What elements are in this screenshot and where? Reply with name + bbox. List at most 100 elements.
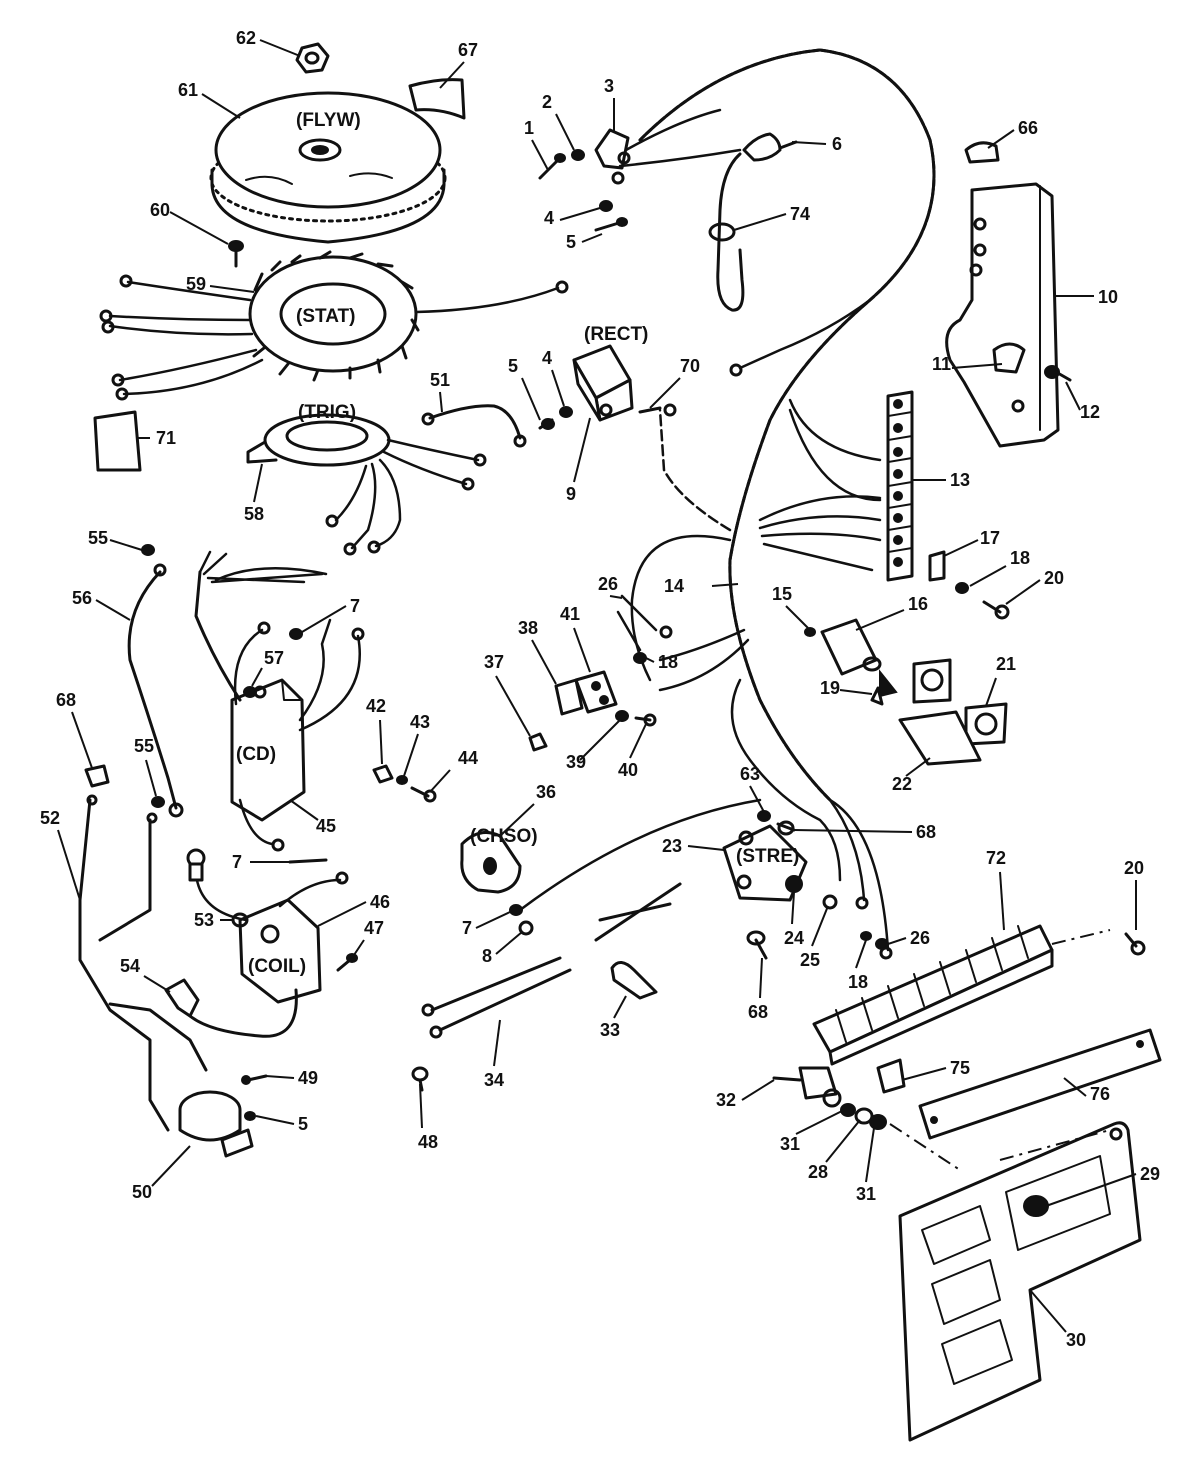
leader-line-c58 [253, 463, 263, 503]
leader-line-c29 [1045, 1173, 1137, 1207]
callout-label-c18b: 18 [658, 652, 678, 672]
plate-41-part [574, 670, 618, 714]
callout-label-c2: 2 [542, 92, 552, 112]
callout-label-c22: 22 [892, 774, 912, 794]
coil-part: (COIL) [186, 848, 349, 1038]
leader-line-c47 [351, 939, 365, 959]
callout-label-c5c: 5 [298, 1114, 308, 1134]
callout-label-c46: 46 [370, 892, 390, 912]
callout-label-c66: 66 [1018, 118, 1038, 138]
callout-label-c51: 51 [430, 370, 450, 390]
callout-label-c32: 32 [716, 1090, 736, 1110]
callout-label-c23: 23 [662, 836, 682, 856]
callout-label-c7c: 7 [462, 918, 472, 938]
callout-label-c24: 24 [784, 928, 804, 948]
leader-line-c46 [317, 901, 367, 927]
washer-26b-part [875, 938, 889, 950]
plate-21-part [964, 702, 1008, 746]
leader-line-c15 [785, 605, 809, 629]
leader-line-c5c [255, 1115, 295, 1125]
terminal-strip-72-part [812, 924, 1054, 1066]
callout-label-c55b: 55 [134, 736, 154, 756]
rectifier-tag: (RECT) [584, 324, 648, 345]
leader-line-c9 [573, 417, 591, 483]
block-38-part [554, 678, 584, 716]
nut-63-part [757, 810, 771, 822]
callout-label-c57: 57 [264, 648, 284, 668]
washer-43-part [396, 775, 408, 785]
plate-22-part [898, 658, 982, 766]
leader-line-c45 [289, 799, 319, 821]
callout-label-c18a: 18 [1010, 548, 1030, 568]
callout-label-c9: 9 [566, 484, 576, 504]
callout-label-c3: 3 [604, 76, 614, 96]
callout-label-c29: 29 [1140, 1164, 1160, 1184]
leader-line-c59 [209, 285, 255, 293]
starter-solenoid-tag: (STRE) [736, 846, 799, 867]
callout-label-c4a: 4 [544, 208, 554, 228]
choke-solenoid-part: (CHSO) [460, 826, 538, 894]
washer-18a-part [955, 582, 969, 594]
screw-5b-part [538, 418, 555, 430]
stator-tag: (STAT) [296, 306, 355, 327]
callout-label-c33: 33 [600, 1020, 620, 1040]
callout-label-c68a: 68 [56, 690, 76, 710]
leader-line-c70 [649, 377, 681, 409]
callout-label-c67: 67 [458, 40, 478, 60]
leader-line-c34 [493, 1019, 501, 1067]
nut-62-part [295, 42, 330, 74]
leader-line-c38 [531, 639, 557, 685]
callout-label-c26a: 26 [598, 574, 618, 594]
leader-line-c33 [613, 995, 627, 1019]
key-19-part [870, 686, 884, 706]
callout-label-c15: 15 [772, 584, 792, 604]
washer-15-part [804, 627, 816, 637]
leader-line-c57 [251, 667, 263, 687]
leader-line-c41 [573, 627, 591, 673]
callout-label-c36: 36 [536, 782, 556, 802]
key-switch-16-part [820, 618, 898, 698]
leader-line-c49 [265, 1075, 295, 1079]
leader-line-c2 [555, 113, 575, 151]
leader-line-c56 [95, 599, 131, 621]
decal-71-part [93, 410, 142, 472]
leader-line-c48 [419, 1083, 423, 1129]
callout-label-c48: 48 [418, 1132, 438, 1152]
callout-label-c72: 72 [986, 848, 1006, 868]
callout-label-c68b: 68 [916, 822, 936, 842]
flywheel-part: (FLYW) [209, 91, 447, 244]
callout-label-c5a: 5 [566, 232, 576, 252]
nut-39-part [615, 710, 629, 722]
washer-7c-part [509, 904, 523, 916]
leader-line-c18a [969, 565, 1007, 587]
callout-label-c37: 37 [484, 652, 504, 672]
washer-28-part [854, 1107, 874, 1125]
clamp-33-part [610, 961, 658, 1000]
callout-label-c13: 13 [950, 470, 970, 490]
leader-line-c76 [1063, 1077, 1087, 1097]
leader-line-c5a [581, 233, 603, 243]
callout-label-c74: 74 [790, 204, 810, 224]
callout-label-c76: 76 [1090, 1084, 1110, 1104]
leader-line-c19 [839, 689, 873, 695]
leader-line-c52 [57, 829, 81, 901]
callout-label-c70: 70 [680, 356, 700, 376]
leader-line-c50 [151, 1145, 191, 1187]
leader-line-c66 [987, 129, 1015, 149]
leader-line-c55b [145, 759, 157, 797]
screw-68c-part [746, 930, 768, 960]
cd-module-part: (CD) [194, 550, 365, 852]
starter-solenoid-part: (STRE) [722, 824, 808, 902]
leader-line-c6 [791, 141, 827, 145]
leader-line-c12 [1065, 381, 1081, 411]
callout-label-c45: 45 [316, 816, 336, 836]
leader-line-c4b [551, 369, 565, 407]
washer-4b-part [559, 406, 573, 418]
washer-31a-part [840, 1103, 856, 1117]
nut-55a-part [141, 544, 155, 556]
leader-line-c11 [951, 363, 1003, 369]
leader-line-c72 [999, 871, 1005, 931]
callout-label-c53: 53 [194, 910, 214, 930]
